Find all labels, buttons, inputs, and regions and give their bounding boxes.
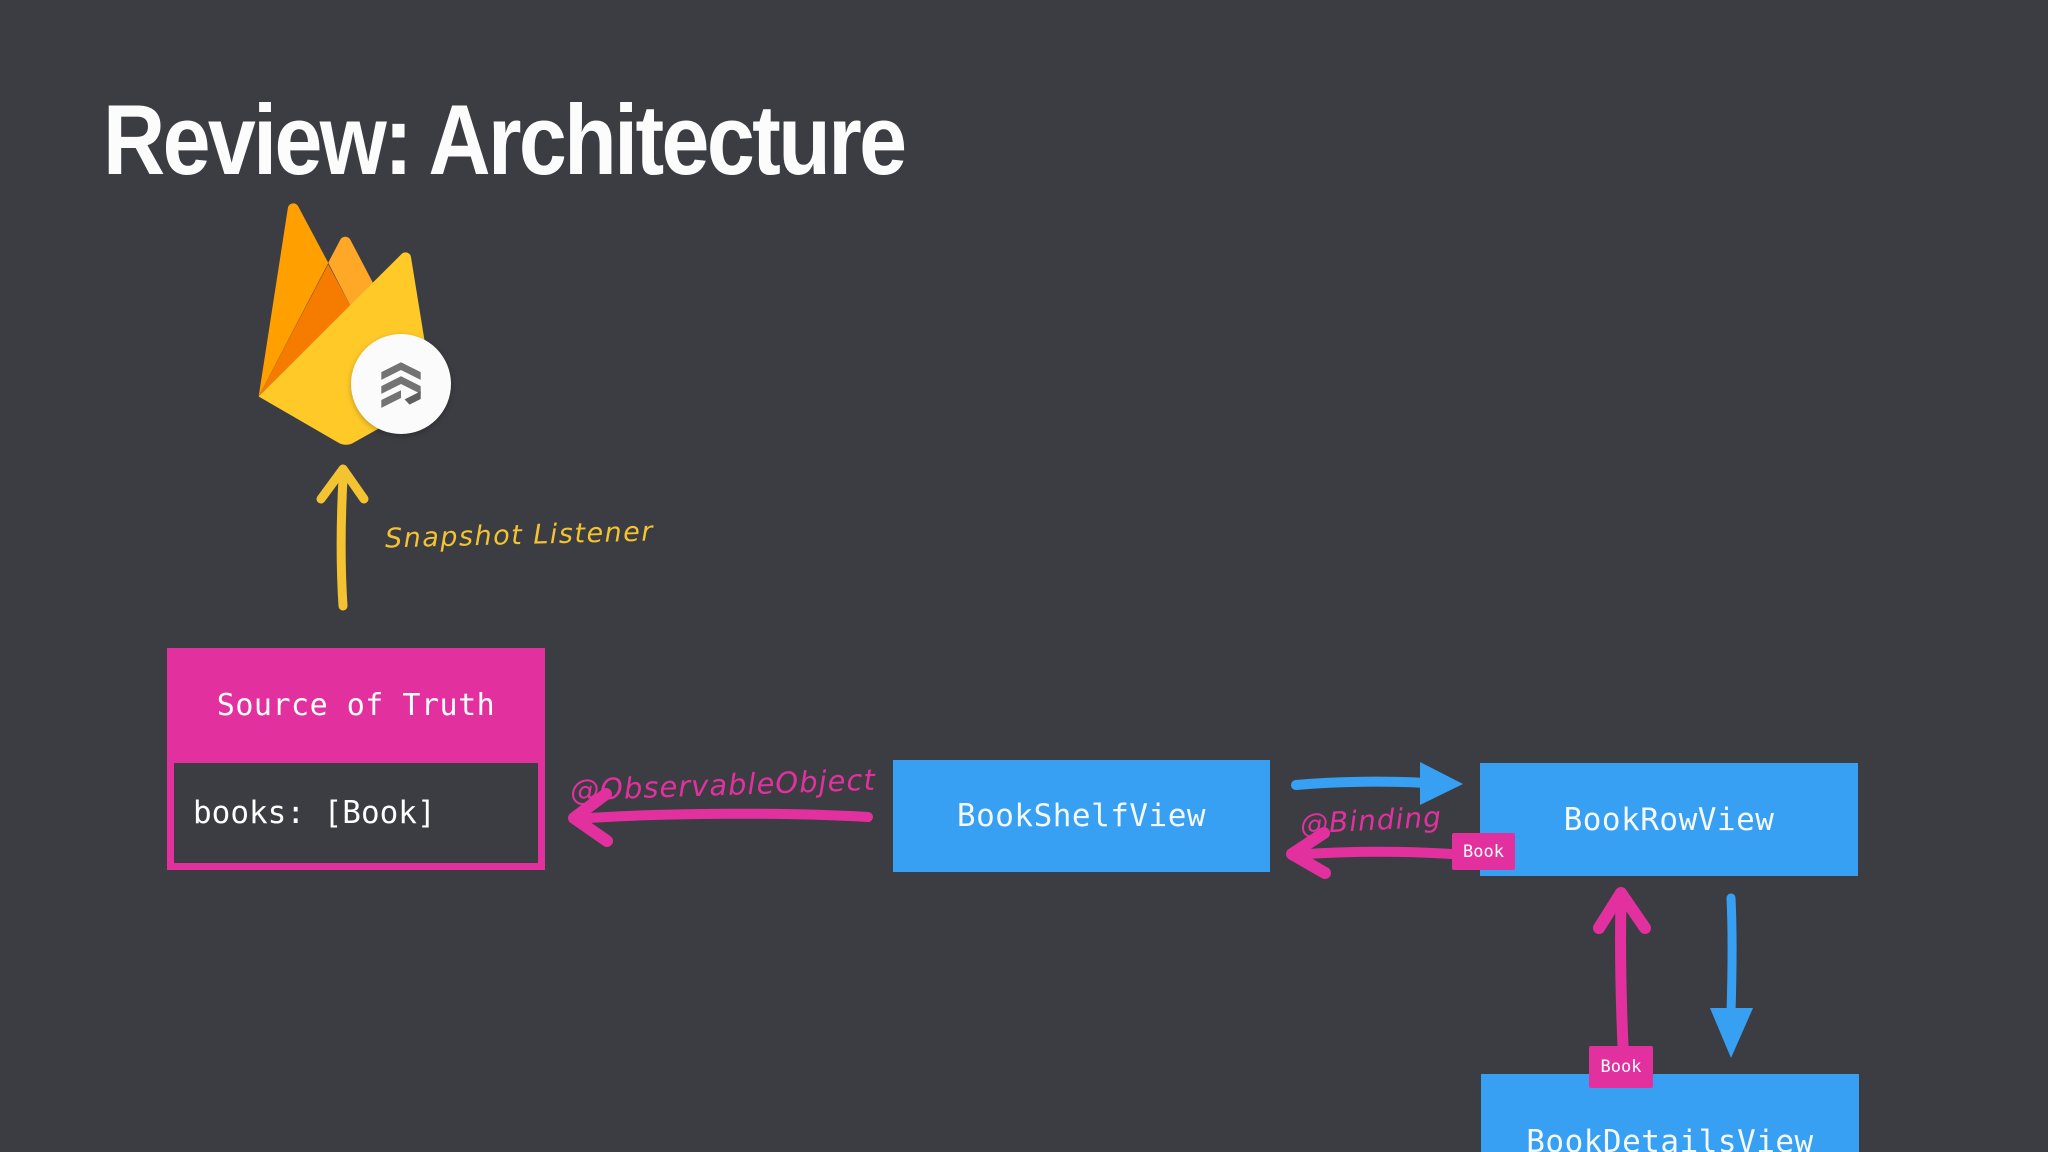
book-badge-details: Book [1589,1046,1653,1088]
bookshelf-to-bookrow-arrow-right [1291,762,1463,805]
firestore-layers-icon [381,362,421,408]
binding-label: @Binding [1299,800,1443,841]
bookdetailsview-box: BookDetailsView [1481,1074,1859,1152]
observable-object-label: @ObservableObject [569,762,877,808]
source-of-truth-property: books: [Book] [174,763,538,863]
source-of-truth-box: Source of Truth books: [Book] [167,648,545,870]
bookshelfview-box: BookShelfView [893,760,1270,872]
snapshot-listener-label: Snapshot Listener [384,516,655,555]
source-of-truth-title: Source of Truth [216,688,496,723]
bookrow-to-details-arrow-down [1710,893,1753,1058]
firestore-badge [351,334,451,434]
page-title: Review: Architecture [103,84,907,195]
bookrowview-box: BookRowView [1480,763,1858,876]
book-param-arrow-up [1593,887,1651,1052]
snapshot-listener-arrow-up [316,464,369,611]
book-badge-binding: Book [1452,833,1515,870]
